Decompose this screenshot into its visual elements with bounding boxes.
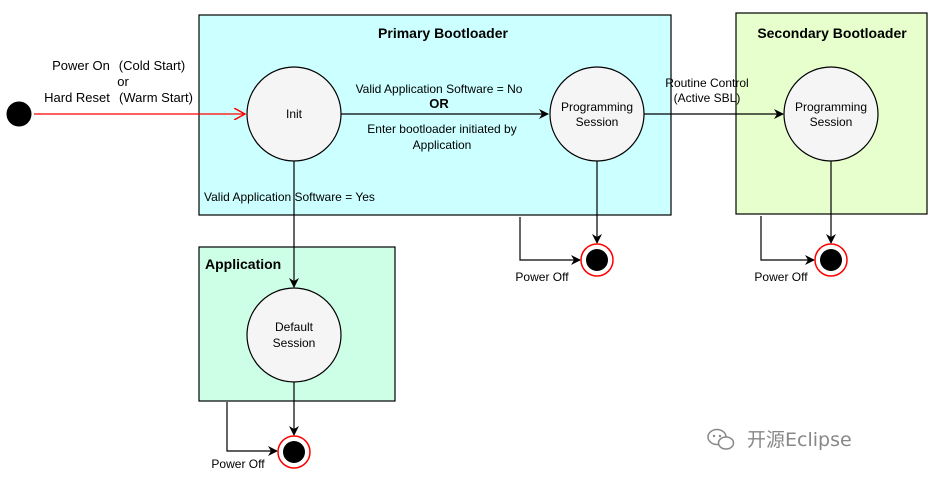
enter-bootloader-label-2: Application	[413, 138, 472, 152]
programming-primary-label-1: Programming	[561, 100, 633, 114]
power-off-2-label: Power Off	[754, 270, 808, 284]
programming-secondary-label-1: Programming	[795, 100, 867, 114]
wechat-icon	[707, 428, 735, 450]
programming-secondary-label-2: Session	[810, 115, 853, 129]
routine-control-label-2: (Active SBL)	[674, 91, 741, 105]
default-session-label-1: Default	[275, 320, 314, 334]
default-session-label-2: Session	[273, 336, 316, 350]
power-off-1-arrow	[519, 217, 581, 265]
end-node-1-core	[586, 249, 608, 271]
init-label: Init	[286, 107, 303, 121]
application-title: Application	[205, 256, 281, 272]
or-bold-label: OR	[429, 96, 449, 111]
default-session-state	[246, 287, 342, 383]
primary-bootloader-title: Primary Bootloader	[378, 25, 508, 41]
or-small-label: or	[117, 74, 129, 89]
programming-session-secondary	[783, 66, 879, 162]
end-node-3-core	[283, 441, 305, 463]
watermark-text: 开源Eclipse	[747, 429, 852, 451]
valid-yes-label: Valid Application Software = Yes	[204, 190, 375, 204]
power-off-3-label: Power Off	[211, 457, 265, 471]
routine-control-label-1: Routine Control	[665, 76, 748, 90]
power-on-label: Power On	[52, 58, 110, 73]
programming-session-primary	[549, 66, 645, 162]
programming-primary-label-2: Session	[576, 115, 619, 129]
enter-bootloader-label-1: Enter bootloader initiated by	[367, 122, 516, 136]
secondary-bootloader-title: Secondary Bootloader	[757, 25, 907, 41]
end-node-2-core	[820, 249, 842, 271]
power-off-3-arrow	[226, 402, 278, 456]
start-node	[6, 101, 32, 127]
valid-no-label: Valid Application Software = No	[356, 82, 523, 96]
warm-start-label: (Warm Start)	[119, 90, 193, 105]
power-off-2-arrow	[760, 216, 815, 265]
hard-reset-label: Hard Reset	[44, 90, 110, 105]
power-off-1-label: Power Off	[515, 270, 569, 284]
cold-start-label: (Cold Start)	[119, 58, 185, 73]
